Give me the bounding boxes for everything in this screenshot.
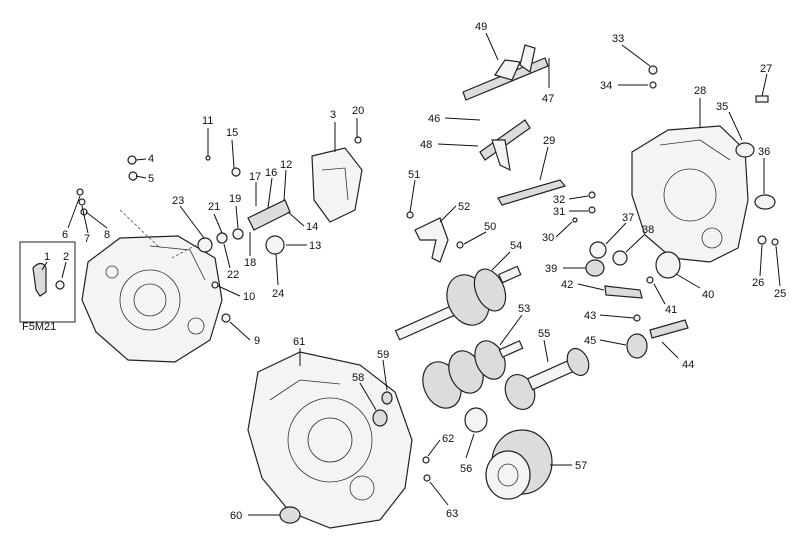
callout-59: 59 <box>377 349 389 361</box>
callout-42: 42 <box>561 279 573 291</box>
callout-61: 61 <box>293 336 305 348</box>
callout-28: 28 <box>694 85 706 97</box>
callout-13: 13 <box>309 240 321 252</box>
callout-11: 11 <box>202 115 213 127</box>
callout-17: 17 <box>249 171 261 183</box>
callout-1: 1 <box>44 251 50 263</box>
select-lever <box>414 217 449 263</box>
leader-lines <box>41 32 781 516</box>
inset-detail: F5M21 <box>19 241 76 333</box>
inset-model-label: F5M21 <box>22 321 56 333</box>
callout-56: 56 <box>460 463 472 475</box>
callout-21: 21 <box>208 201 220 213</box>
callout-2: 2 <box>63 251 69 263</box>
callout-46: 46 <box>428 113 440 125</box>
callout-60: 60 <box>230 510 242 522</box>
callout-29: 29 <box>543 135 555 147</box>
differential <box>485 429 553 500</box>
callout-58: 58 <box>352 372 364 384</box>
callout-52: 52 <box>458 201 470 213</box>
callout-31: 31 <box>553 206 565 218</box>
callout-43: 43 <box>584 310 596 322</box>
callout-33: 33 <box>612 33 624 45</box>
callout-34: 34 <box>600 80 612 92</box>
output-shaft <box>422 340 524 409</box>
callout-12: 12 <box>280 159 292 171</box>
callout-39: 39 <box>545 263 557 275</box>
callout-45: 45 <box>584 335 596 347</box>
callout-55: 55 <box>538 328 550 340</box>
callout-32: 32 <box>553 194 565 206</box>
callout-10: 10 <box>243 291 255 303</box>
callout-19: 19 <box>229 193 241 205</box>
callout-49: 49 <box>475 21 487 33</box>
callout-9: 9 <box>254 335 260 347</box>
callout-16: 16 <box>265 167 277 179</box>
callout-50: 50 <box>484 221 496 233</box>
transaxle-case <box>81 209 223 363</box>
callout-27: 27 <box>760 63 772 75</box>
callout-38: 38 <box>642 224 654 236</box>
callout-30: 30 <box>542 232 554 244</box>
callout-37: 37 <box>622 212 634 224</box>
callout-22: 22 <box>227 269 239 281</box>
control-housing <box>311 147 363 223</box>
callout-54: 54 <box>510 240 522 252</box>
callout-36: 36 <box>758 146 770 158</box>
callout-62: 62 <box>442 433 454 445</box>
callout-7: 7 <box>84 233 90 245</box>
input-shaft <box>394 265 522 341</box>
callout-57: 57 <box>575 460 587 472</box>
reverse-idler-shaft <box>504 347 590 411</box>
callout-8: 8 <box>104 229 110 241</box>
callout-25: 25 <box>774 288 786 300</box>
callout-4: 4 <box>148 153 154 165</box>
interlock-plate <box>497 179 567 206</box>
callout-numbers: 1 2 3 4 5 6 7 8 9 10 11 12 13 14 15 16 1… <box>44 21 786 522</box>
callout-26: 26 <box>752 277 764 289</box>
callout-47: 47 <box>542 93 554 105</box>
callout-24: 24 <box>272 288 284 300</box>
callout-48: 48 <box>420 139 432 151</box>
callout-53: 53 <box>518 303 530 315</box>
small-parts <box>76 65 779 524</box>
callout-35: 35 <box>716 101 728 113</box>
callout-41: 41 <box>665 304 677 316</box>
callout-15: 15 <box>226 127 238 139</box>
callout-40: 40 <box>702 289 714 301</box>
clutch-housing <box>247 351 413 529</box>
callout-18: 18 <box>244 257 256 269</box>
transaxle-housing-right <box>631 125 749 263</box>
callout-14: 14 <box>306 221 318 233</box>
shift-rail-forks <box>462 44 549 172</box>
callout-6: 6 <box>62 229 68 241</box>
callout-3: 3 <box>330 109 336 121</box>
callout-5: 5 <box>148 173 154 185</box>
callout-23: 23 <box>172 195 184 207</box>
callout-20: 20 <box>352 105 364 117</box>
callout-63: 63 <box>446 508 458 520</box>
callout-44: 44 <box>682 359 694 371</box>
callout-51: 51 <box>408 169 420 181</box>
